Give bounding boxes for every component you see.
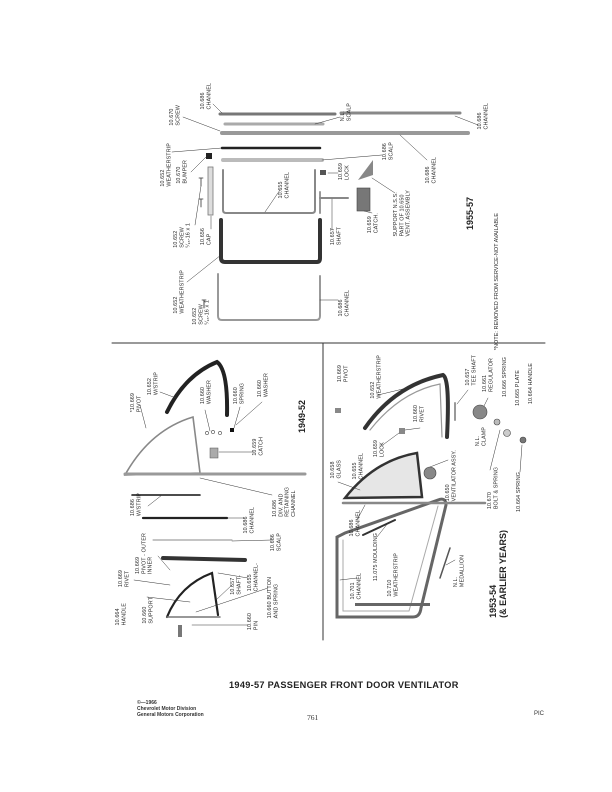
part-label: N.L. SCALP <box>340 103 353 122</box>
part-label: 10.664 SPRING <box>516 472 522 512</box>
parts-1949-52 <box>123 359 307 637</box>
part-label: 10.669 RIVET <box>118 570 131 588</box>
part-label: 10.686 SCALP <box>270 533 283 552</box>
part-label: 10.670 SCREW <box>169 105 182 126</box>
page-number: 761 <box>307 713 319 722</box>
part-label: 10.660 SUPPORT <box>142 597 155 624</box>
part-label: 10.660 WASHER <box>257 373 270 398</box>
part-label: 10.660 WASHER <box>200 380 213 405</box>
part-label: 10.659 CATCH <box>252 437 265 456</box>
part-label: 10.686 CHANNEL <box>200 83 213 110</box>
part-label: 10.657 SHAFT- <box>230 575 243 595</box>
part-label: 10.686 SCALP <box>382 142 395 161</box>
part-label: 10.650 VENTILATOR ASSY. <box>445 450 458 502</box>
part-label: 10.660 BUTTON AND SPRING <box>267 577 280 619</box>
part-label: 10.656 CAP <box>200 228 213 246</box>
part-label: 10.701 CHANNEL <box>350 573 363 600</box>
part-label: *10.669 PIVOT <box>130 393 143 413</box>
part-label: 10.652 WEATHERSTRIP <box>173 270 186 314</box>
part-label: 10.658 GLASS <box>330 460 343 479</box>
part-label: 10.659 CATCH. <box>367 213 380 234</box>
part-label: 10.652 SCREW ⁵⁄₁₆-16 x 1 <box>192 300 211 325</box>
part-label: 10.660 SPRING <box>233 383 246 405</box>
section-code: PIC <box>534 711 545 717</box>
part-label: 10.652 SCREW ⁵⁄₁₆-16 x 1 <box>173 223 192 248</box>
part-label: N.L. CLAMP <box>475 427 488 447</box>
part-label: 10.686 W/STRIP <box>130 493 143 517</box>
year-heading-1955-57: 1955-57 <box>465 197 475 231</box>
part-label: 10.686 CHANNEL <box>349 510 362 537</box>
part-label: 10.655 CHANNEL <box>278 172 291 199</box>
part-label: 10.669 PIVOT - OUTER INNER <box>135 533 154 575</box>
part-label: 10.670 BUMPER <box>176 160 189 184</box>
part-label: 10.686 CHANNEL <box>243 507 256 534</box>
part-label: 10.664 HANDLE <box>528 363 534 405</box>
part-label: 10.670 BOLT & SPRING <box>487 467 500 510</box>
part-label: 10.686 DIV. AND RETAINING CHANNEL <box>272 487 297 517</box>
part-label: 10.665 PLATE <box>515 370 521 406</box>
part-label: 10.652 WEATHERSTRIP <box>370 355 383 399</box>
part-label: 11.075 MOULDING <box>373 533 379 582</box>
part-label: 10.657 SHAFT <box>330 227 343 246</box>
parts-1955-57 <box>171 103 479 321</box>
part-label: 10.710 WEATHERSTRIP <box>387 553 400 597</box>
part-label: 10.686 CHANNEL <box>338 290 351 317</box>
parts-1953-54 <box>335 372 527 619</box>
part-label: 10.657 TEE SHAFT <box>465 355 478 386</box>
part-label: 10.686 CHANNEL <box>425 157 438 184</box>
part-label: 10.686 CHANNEL <box>477 103 490 130</box>
part-label: 10.655 CHANNEL- <box>247 563 260 592</box>
service-note: *NOTE: REMOVED FROM SERVICE-NOT AVAILABL… <box>494 213 500 351</box>
part-label: 10.655 CHANNEL <box>352 453 365 480</box>
part-label: N.L. MEDALLION <box>453 555 466 588</box>
page-title: 1949-57 PASSENGER FRONT DOOR VENTILATOR <box>229 680 459 690</box>
part-label: 10.660 PIN <box>247 613 260 631</box>
part-label: 10.666 SPRING <box>502 357 508 397</box>
part-label: 10.661 REGULATOR <box>482 358 495 392</box>
part-label: 10.664 HANDLE <box>115 603 128 626</box>
part-label: SUPPORT N.S.S. PART OF 10.650 VENT. ASSE… <box>393 190 412 237</box>
year-heading-1953-54: 1953-54 (& EARLIER YEARS) <box>488 530 508 618</box>
part-label: 10.659 LOCK <box>373 440 386 458</box>
part-label: 10.660 RIVET <box>413 405 426 423</box>
part-label: 10.669 PIVOT <box>337 365 350 383</box>
part-label: 10.652 WEATHERSTRIP <box>160 143 173 187</box>
part-label: 10.652 W/STRIP <box>147 372 160 396</box>
copyright-notice: ©—1966 Chevrolet Motor Division General … <box>137 700 204 718</box>
year-heading-1949-52: 1949-52 <box>297 400 307 434</box>
part-label: 10.659 LOCK <box>338 163 351 181</box>
